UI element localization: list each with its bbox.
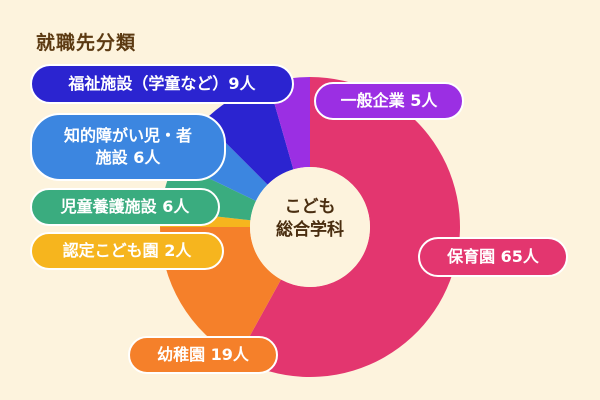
chart-title: 就職先分類: [36, 32, 137, 54]
label-ippan-kigyou: 一般企業 5人: [314, 82, 464, 120]
label-chiteki-shogai-line-1: 知的障がい児・者: [63, 126, 192, 145]
label-hoikuen-text: 保育園 65人: [447, 247, 539, 266]
label-jidou-yougo-text: 児童養護施設 6人: [60, 197, 190, 216]
label-chiteki-shogai-line-2: 施設 6人: [95, 148, 161, 167]
slice-0: [237, 77, 460, 377]
label-hoikuen: 保育園 65人: [418, 237, 568, 277]
label-jidou-yougo: 児童養護施設 6人: [30, 188, 220, 226]
label-youchien-text: 幼稚園 19人: [157, 345, 249, 364]
label-fukushi-shisetsu-text: 福祉施設（学童など）9人: [68, 74, 256, 93]
label-nintei-kodomoen-text: 認定こども園 2人: [62, 241, 192, 260]
center-label-line-2: 総合学科: [276, 220, 344, 240]
center-label-line-1: こども: [284, 197, 336, 217]
center-label: こども 総合学科: [250, 196, 370, 242]
label-nintei-kodomoen: 認定こども園 2人: [30, 232, 224, 270]
slice-5: [203, 82, 294, 185]
label-youchien: 幼稚園 19人: [128, 336, 278, 374]
label-chiteki-shogai: 知的障がい児・者 施設 6人: [30, 113, 226, 181]
donut-hole: [250, 167, 370, 287]
label-ippan-kigyou-text: 一般企業 5人: [340, 91, 438, 110]
label-fukushi-shisetsu: 福祉施設（学童など）9人: [30, 64, 294, 104]
